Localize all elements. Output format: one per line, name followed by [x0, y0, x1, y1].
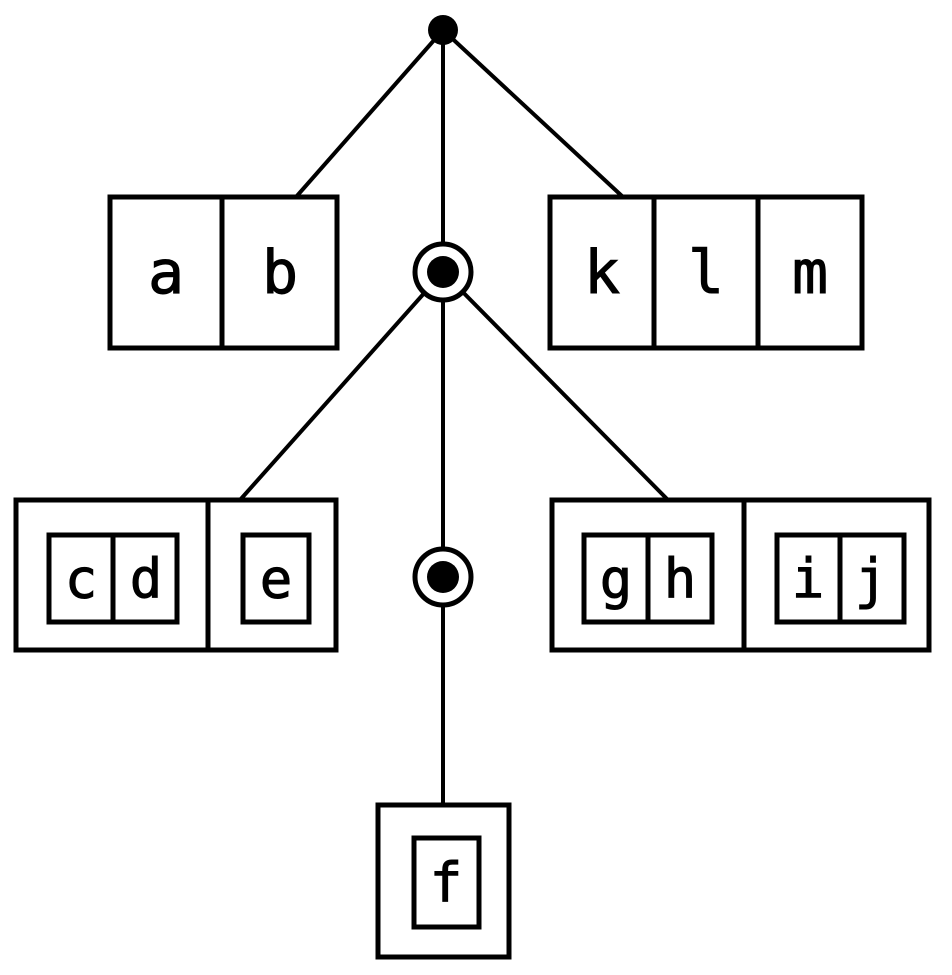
- edge-internal-1-to-cde: [238, 270, 445, 502]
- leaf-group-klm: k l m: [547, 194, 865, 351]
- root-node-dot: [428, 15, 458, 45]
- leaf-group-ab: a b: [107, 194, 340, 351]
- cell-label-i: i: [792, 548, 825, 611]
- cell-label-e: e: [260, 548, 293, 611]
- cell-label-l: l: [688, 238, 724, 308]
- leaf-group-f: f: [375, 802, 512, 960]
- edges: [238, 28, 670, 805]
- leaf-group-ghij: g h i j: [549, 497, 932, 653]
- edge-internal-1-to-ghij: [441, 270, 670, 502]
- cell-label-k: k: [584, 238, 620, 308]
- edge-root-to-klm: [441, 28, 625, 199]
- cell-label-c: c: [65, 548, 98, 611]
- cell-label-j: j: [855, 548, 888, 611]
- internal-node-2: [412, 546, 474, 608]
- internal-node-2-dot: [427, 561, 459, 593]
- inner-box-e: [240, 532, 312, 625]
- cell-label-m: m: [792, 238, 828, 308]
- leaf-box-f: [375, 802, 512, 960]
- leaf-box-klm: [547, 194, 865, 351]
- cell-label-d: d: [130, 548, 163, 611]
- cell-label-f: f: [430, 852, 463, 915]
- internal-node-1-dot: [427, 256, 459, 288]
- cell-label-a: a: [148, 238, 184, 308]
- leaf-group-cde: c d e: [13, 497, 339, 653]
- internal-node-1: [412, 241, 474, 303]
- inner-box-f: [411, 835, 482, 930]
- cell-label-b: b: [262, 238, 298, 308]
- edge-root-to-ab: [294, 28, 445, 199]
- cell-label-g: g: [600, 548, 633, 611]
- cell-label-h: h: [664, 548, 697, 611]
